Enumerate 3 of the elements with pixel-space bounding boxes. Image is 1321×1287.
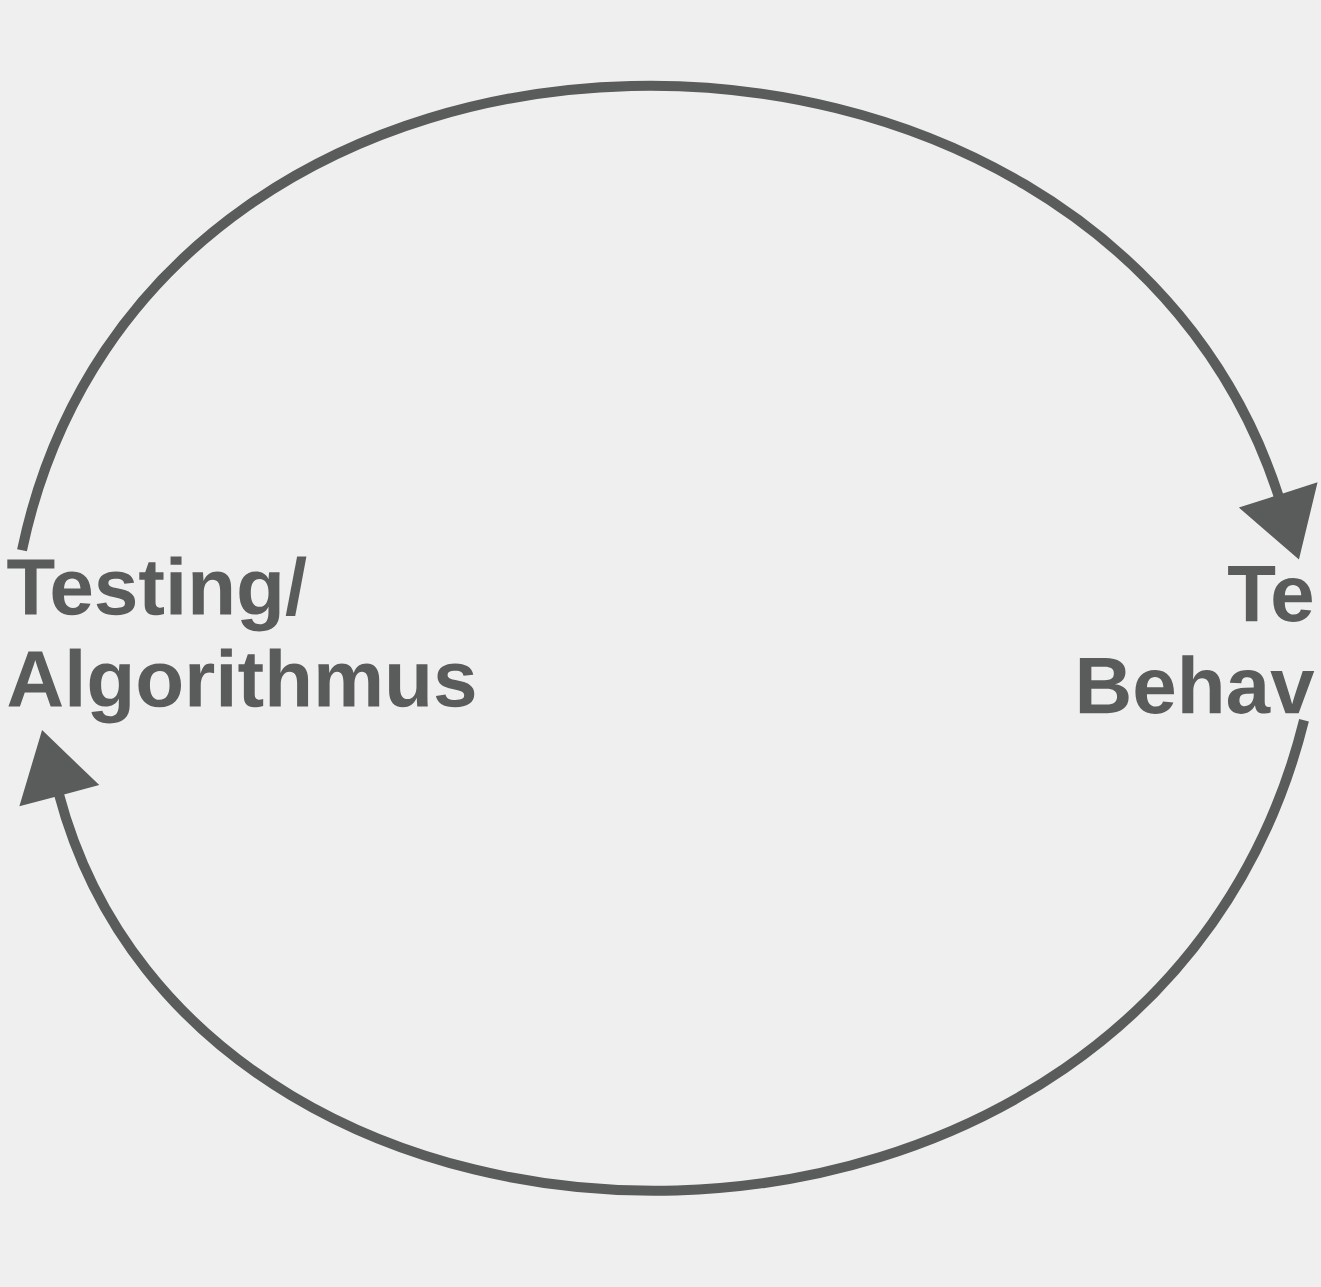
arrow xyxy=(19,718,1309,1196)
node-label: Testing/ Algorithmus xyxy=(7,556,475,724)
node-label: Te Behav xyxy=(1079,566,1315,714)
